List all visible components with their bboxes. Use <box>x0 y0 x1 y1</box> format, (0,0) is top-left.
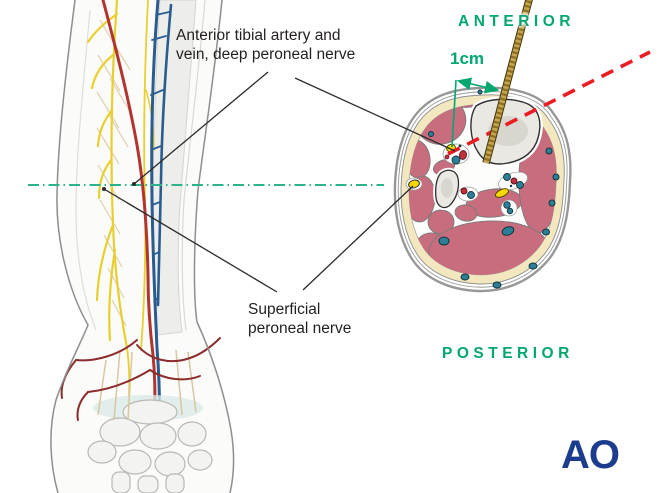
measurement-label: 1cm <box>450 49 485 68</box>
anterior-tibial-artery-section <box>459 150 467 160</box>
leader-dot <box>102 187 106 191</box>
foot <box>60 337 221 493</box>
posterior-vessels <box>457 171 528 217</box>
superficial-peroneal-nerve-section <box>405 177 423 191</box>
label-superficial-peroneal-nerve: Superficial peroneal nerve <box>248 301 352 338</box>
leg-silhouette <box>50 0 234 493</box>
tibial-nerve <box>495 188 509 198</box>
tibia <box>468 96 543 167</box>
fixation-pin <box>482 0 533 164</box>
leg-illustration <box>50 0 235 493</box>
orientation-anterior: ANTERIOR <box>458 13 575 30</box>
cross-section <box>393 86 572 293</box>
label-anterior-tibial-bundle: Anterior tibial artery and vein, deep pe… <box>176 27 356 64</box>
perforating-veins <box>428 89 560 289</box>
anterior-tibial-veins <box>150 0 173 447</box>
fibula <box>433 167 461 211</box>
leader-dot <box>132 182 136 186</box>
measurement-arrow <box>451 77 500 148</box>
orientation-posterior: POSTERIOR <box>442 345 574 362</box>
anterior-tibial-artery <box>101 0 157 442</box>
leg-outline <box>50 0 235 493</box>
leader-lines <box>103 71 456 293</box>
ao-logo: AO <box>561 433 619 477</box>
anterior-tibial-vein <box>451 155 461 165</box>
trajectory-dashed-line <box>447 50 651 156</box>
